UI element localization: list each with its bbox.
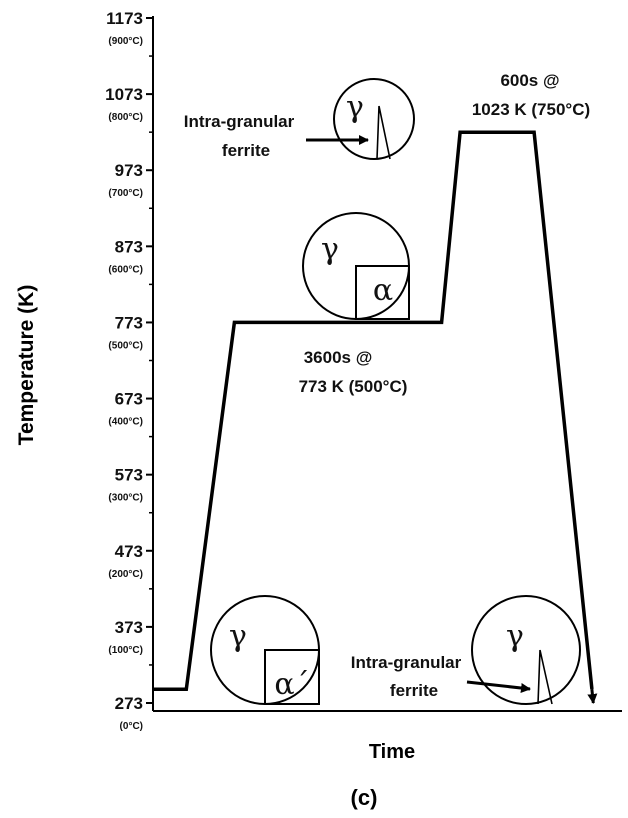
- intra-granular-label-top-1: Intra-granular: [184, 112, 295, 131]
- y-tick-label: 573: [115, 466, 143, 485]
- intra-granular-label-top-2: ferrite: [222, 141, 270, 160]
- microstructure-low: γ α´: [210, 595, 320, 705]
- y-tick-celsius-label: (300°C): [108, 493, 143, 504]
- grain-circle: [471, 595, 581, 705]
- temperature-profile-line: [153, 130, 594, 692]
- gamma-symbol: γ: [321, 232, 339, 267]
- y-tick-label: 1073: [105, 85, 143, 104]
- y-tick-label: 273: [115, 694, 143, 713]
- alpha-prime-symbol: α´: [274, 667, 309, 702]
- y-tick-label: 373: [115, 618, 143, 637]
- y-tick-label: 673: [115, 390, 143, 409]
- gamma-symbol: γ: [229, 619, 247, 654]
- y-tick-label: 1173: [106, 9, 143, 28]
- hold2-label-line1: 600s @: [500, 71, 559, 90]
- y-tick-celsius-label: (900°C): [108, 36, 143, 47]
- y-tick-celsius-label: (400°C): [108, 417, 143, 428]
- y-tick-label: 873: [115, 237, 143, 256]
- y-tick-celsius-label: (600°C): [108, 264, 143, 275]
- microstructure-top: γ: [333, 78, 415, 160]
- gamma-symbol: γ: [506, 619, 524, 654]
- ferrite-region: [355, 265, 410, 320]
- y-tick-celsius-label: (800°C): [108, 112, 143, 123]
- arrow-intra-bottom: [466, 680, 531, 693]
- martensite-region: [264, 649, 320, 705]
- microstructure-final: γ: [471, 595, 581, 705]
- y-tick-celsius-label: (100°C): [108, 645, 143, 656]
- cooling-arrow: [587, 688, 598, 704]
- figure-caption: (c): [351, 785, 378, 810]
- y-tick-celsius-label: (0°C): [120, 721, 143, 732]
- y-tick-celsius-label: (700°C): [108, 188, 143, 199]
- y-tick-label: 973: [115, 161, 143, 180]
- hold1-label-line1: 3600s @: [304, 348, 373, 367]
- y-tick-celsius-label: (500°C): [108, 340, 143, 351]
- intra-granular-label-bottom-2: ferrite: [390, 681, 438, 700]
- gamma-symbol: γ: [346, 90, 364, 125]
- y-tick-label: 473: [115, 542, 143, 561]
- y-tick-celsius-label: (200°C): [108, 569, 143, 580]
- y-tick-label: 773: [115, 313, 143, 332]
- intra-granular-label-bottom-1: Intra-granular: [351, 653, 462, 672]
- ferrite-wedge: [537, 649, 553, 705]
- x-axis-label: Time: [369, 741, 415, 763]
- ferrite-wedge: [376, 105, 391, 160]
- hold1-label-line2: 773 K (500°C): [299, 377, 408, 396]
- hold2-label-line2: 1023 K (750°C): [472, 100, 590, 119]
- y-axis-label: Temperature (K): [15, 285, 38, 446]
- microstructure-mid: γ α: [302, 212, 410, 320]
- alpha-symbol: α: [373, 273, 393, 308]
